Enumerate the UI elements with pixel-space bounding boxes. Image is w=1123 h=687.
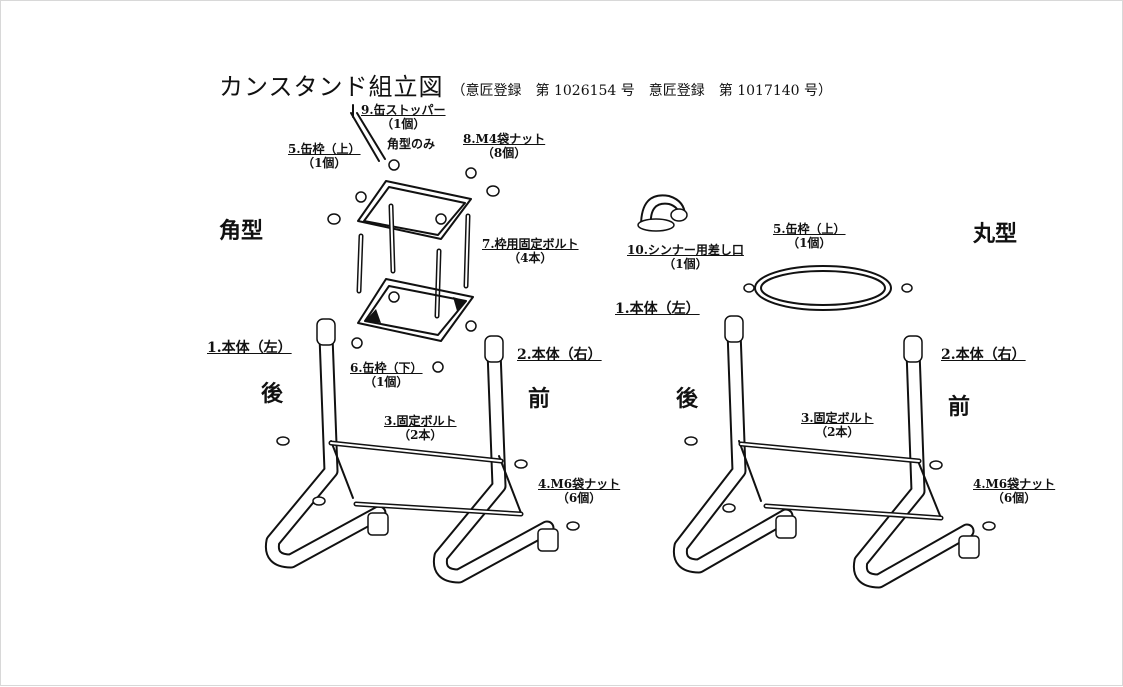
can-stopper: [350, 104, 386, 162]
part-3-label-left: 3.固定ボルト （2本）: [384, 414, 457, 442]
right-stand-body-right: [852, 335, 980, 589]
part-7-name: 7.枠用固定ボルト: [482, 237, 579, 251]
part-3-name-left: 3.固定ボルト: [384, 414, 457, 428]
part-5-qty-right: （1個）: [787, 236, 832, 250]
part-8-qty: （8個）: [481, 146, 527, 160]
front-label-left: 前: [528, 386, 551, 412]
part-8-label: 8.M4袋ナット （8個）: [463, 132, 545, 160]
part-3-qty-left: （2本）: [398, 428, 443, 442]
part-4-qty-right: （6個）: [991, 491, 1037, 505]
frame-fixing-bolts: [356, 203, 471, 319]
part-6-label: 6.缶枠（下） （1個）: [350, 361, 423, 389]
part-9-label: 9.缶ストッパー （1個）: [361, 103, 446, 131]
part-5-qty-left: （1個）: [302, 156, 347, 170]
part-3-label-right: 3.固定ボルト （2本）: [801, 411, 874, 439]
part-8-name: 8.M4袋ナット: [463, 132, 546, 146]
part-9-qty: （1個）: [381, 117, 426, 131]
part-2-label-left: 2.本体（右）: [517, 347, 602, 363]
part-5-label-left: 5.缶枠（上） （1個）: [288, 142, 361, 170]
part-4-label-right: 4.M6袋ナット （6個）: [973, 477, 1055, 505]
part-1-label-left: 1.本体（左）: [207, 340, 292, 356]
square-frame-upper: [327, 159, 500, 240]
rear-label-left: 後: [261, 381, 284, 407]
part-2-label-right: 2.本体（右）: [941, 347, 1026, 363]
part-3-name-right: 3.固定ボルト: [801, 411, 874, 425]
part-3-qty-right: （2本）: [815, 425, 860, 439]
part-5-name-right: 5.缶枠（上）: [773, 222, 846, 236]
part-5-name-left: 5.缶枠（上）: [288, 142, 361, 156]
left-stand-body-right: [432, 335, 559, 584]
diagram-title: カンスタンド組立図 （意匠登録 第 1026154 号 意匠登録 第 101714…: [219, 67, 832, 102]
part-6-name: 6.缶枠（下）: [350, 361, 423, 375]
round-frame-upper: [743, 265, 913, 311]
part-5-label-right: 5.缶枠（上） （1個）: [773, 222, 846, 250]
part-10-label: 10.シンナー用差し口 （1個）: [627, 243, 744, 271]
part-4-qty-left: （6個）: [556, 491, 602, 505]
part-4-name-left: 4.M6袋ナット: [538, 477, 621, 491]
part-7-label: 7.枠用固定ボルト （4本）: [482, 237, 579, 265]
part-1-label-right: 1.本体（左）: [615, 301, 700, 317]
thinner-spout: [637, 194, 688, 232]
right-fixing-bolts: [684, 436, 996, 531]
part-6-qty: （1個）: [364, 375, 409, 389]
part-9-name: 9.缶ストッパー: [361, 103, 446, 117]
square-only-note: 角型のみ: [387, 137, 436, 151]
title-text: カンスタンド組立図: [219, 73, 444, 101]
part-10-name: 10.シンナー用差し口: [627, 243, 744, 257]
round-type-label: 丸型: [973, 221, 1018, 247]
square-frame-lower: [351, 278, 477, 373]
part-10-qty: （1個）: [663, 257, 708, 271]
left-stand-body-left: [264, 318, 389, 569]
right-stand-body-left: [672, 315, 797, 574]
registration-text: （意匠登録 第 1026154 号 意匠登録 第 1017140 号）: [451, 83, 833, 99]
part-4-name-right: 4.M6袋ナット: [973, 477, 1056, 491]
part-7-qty: （4本）: [508, 251, 553, 265]
front-label-right: 前: [948, 394, 971, 420]
left-fixing-bolts: [276, 436, 580, 531]
rear-label-right: 後: [676, 386, 699, 412]
part-4-label-left: 4.M6袋ナット （6個）: [538, 477, 620, 505]
square-type-label: 角型: [219, 218, 264, 244]
